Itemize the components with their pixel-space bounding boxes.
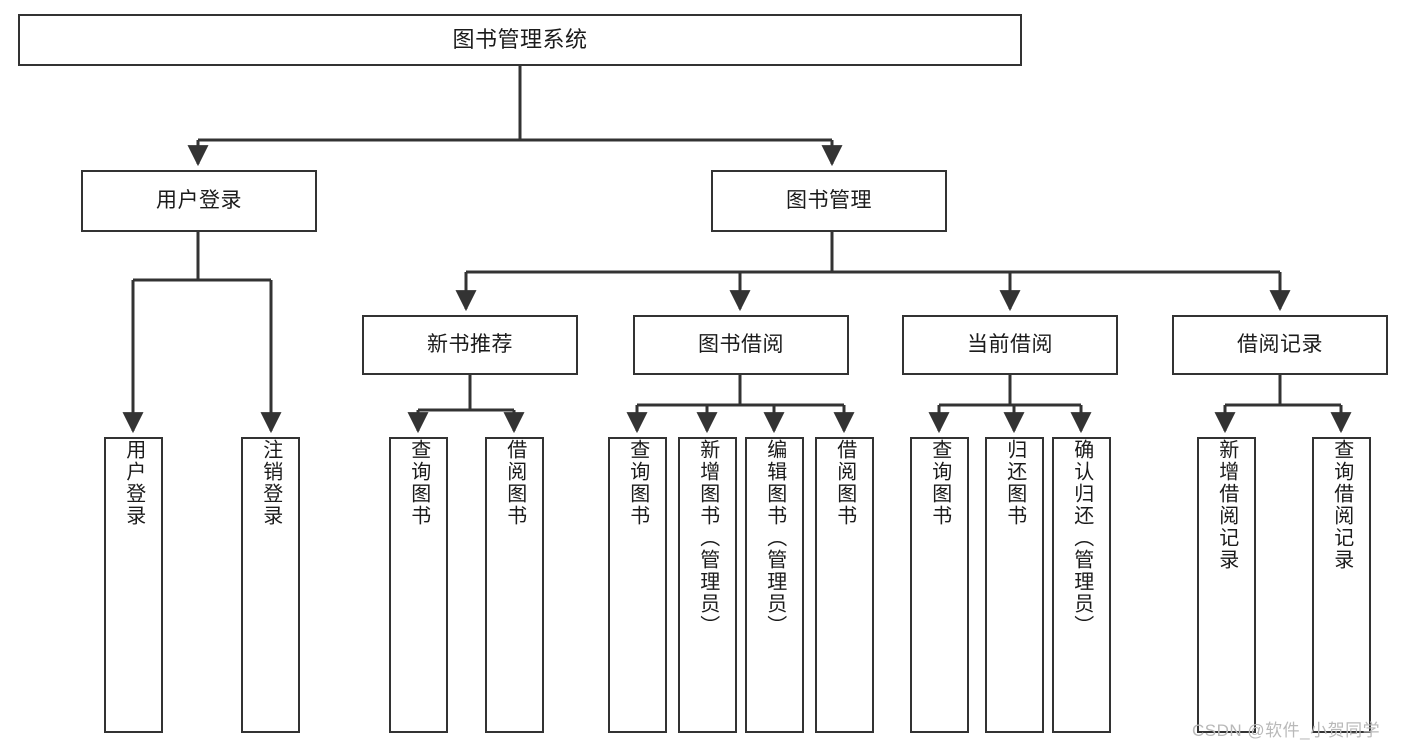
- leaf-query-book-current-label: 查询图书: [928, 439, 951, 527]
- node-root-label: 图书管理系统: [452, 26, 588, 52]
- leaf-return-book[interactable]: 归还图书: [985, 437, 1044, 733]
- leaf-edit-book-admin[interactable]: 编辑图书（管理员）: [745, 437, 804, 733]
- node-new-book-recommend-label: 新书推荐: [427, 333, 513, 357]
- leaf-query-borrow-record-label: 查询借阅记录: [1330, 439, 1353, 571]
- node-borrow-record-label: 借阅记录: [1237, 333, 1323, 357]
- leaf-query-book-recommend[interactable]: 查询图书: [389, 437, 448, 733]
- node-root[interactable]: 图书管理系统: [18, 14, 1022, 66]
- node-borrow-record[interactable]: 借阅记录: [1172, 315, 1388, 375]
- node-user-login[interactable]: 用户登录: [81, 170, 317, 232]
- leaf-logout-label: 注销登录: [259, 439, 282, 527]
- leaf-add-book-admin[interactable]: 新增图书（管理员）: [678, 437, 737, 733]
- node-book-management-label: 图书管理: [786, 189, 872, 213]
- leaf-return-book-label: 归还图书: [1003, 439, 1026, 527]
- node-book-management[interactable]: 图书管理: [711, 170, 947, 232]
- leaf-borrow-book[interactable]: 借阅图书: [815, 437, 874, 733]
- leaf-query-book-recommend-label: 查询图书: [407, 439, 430, 527]
- node-book-borrow-label: 图书借阅: [698, 333, 784, 357]
- leaf-borrow-book-recommend-label: 借阅图书: [503, 439, 526, 527]
- node-book-borrow[interactable]: 图书借阅: [633, 315, 849, 375]
- leaf-query-book-borrow-label: 查询图书: [626, 439, 649, 527]
- leaf-add-borrow-record[interactable]: 新增借阅记录: [1197, 437, 1256, 733]
- leaf-edit-book-admin-label: 编辑图书（管理员）: [763, 439, 786, 637]
- node-new-book-recommend[interactable]: 新书推荐: [362, 315, 578, 375]
- leaf-query-book-borrow[interactable]: 查询图书: [608, 437, 667, 733]
- leaf-user-login-label: 用户登录: [122, 439, 145, 527]
- node-user-login-label: 用户登录: [156, 189, 242, 213]
- leaf-user-login[interactable]: 用户登录: [104, 437, 163, 733]
- leaf-query-borrow-record[interactable]: 查询借阅记录: [1312, 437, 1371, 733]
- leaf-logout[interactable]: 注销登录: [241, 437, 300, 733]
- leaf-add-book-admin-label: 新增图书（管理员）: [696, 439, 719, 637]
- leaf-add-borrow-record-label: 新增借阅记录: [1215, 439, 1238, 571]
- leaf-borrow-book-label: 借阅图书: [833, 439, 856, 527]
- watermark: CSDN @软件_小贺同学: [1192, 721, 1381, 740]
- node-current-borrow[interactable]: 当前借阅: [902, 315, 1118, 375]
- node-current-borrow-label: 当前借阅: [967, 333, 1053, 357]
- leaf-confirm-return-admin-label: 确认归还（管理员）: [1070, 439, 1093, 637]
- leaf-borrow-book-recommend[interactable]: 借阅图书: [485, 437, 544, 733]
- leaf-query-book-current[interactable]: 查询图书: [910, 437, 969, 733]
- leaf-confirm-return-admin[interactable]: 确认归还（管理员）: [1052, 437, 1111, 733]
